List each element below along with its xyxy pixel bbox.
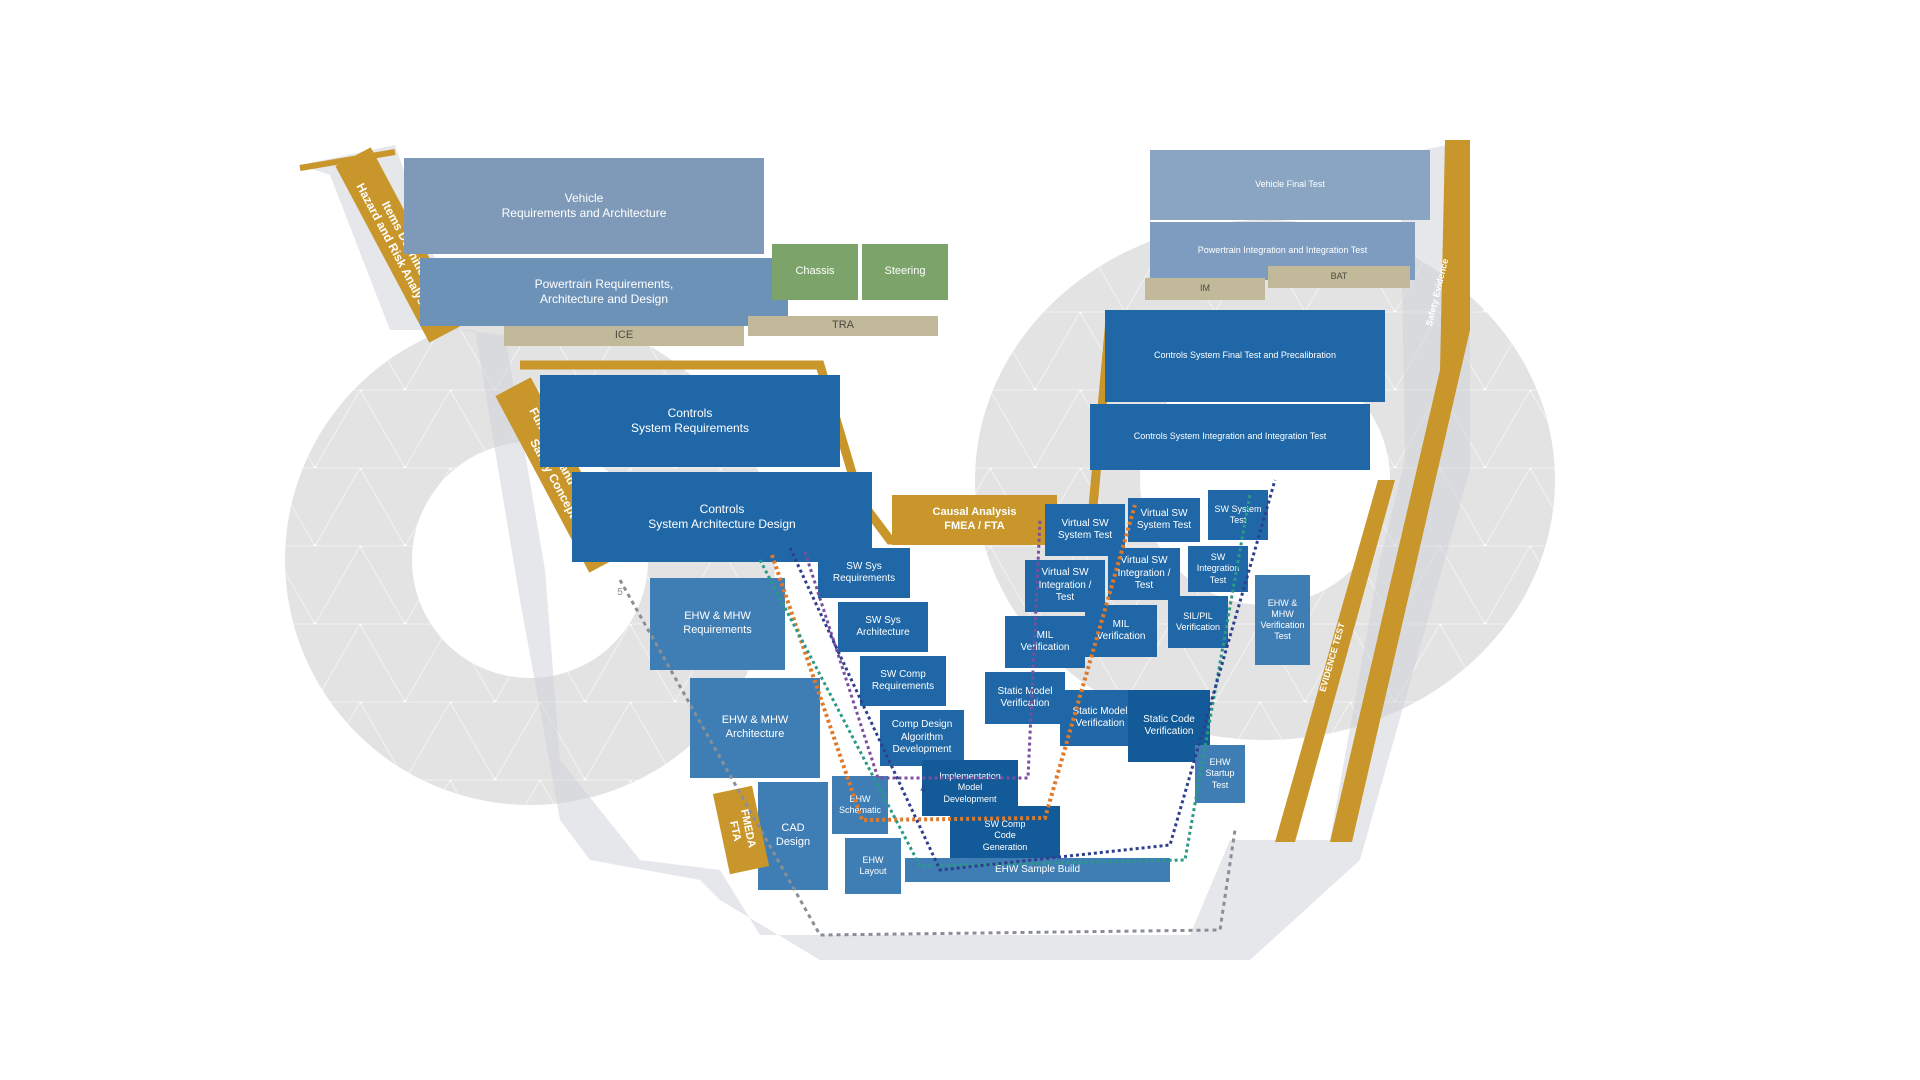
- sil-pil-verification-box: SIL/PIL Verification: [1168, 596, 1228, 648]
- code-generation-box: SW Comp Code Generation: [950, 806, 1060, 866]
- tra-box: TRA: [748, 316, 938, 336]
- controls-system-requirements-label: Controls System Requirements: [630, 406, 750, 435]
- powertrain-requirements-box: Powertrain Requirements, Architecture an…: [420, 258, 788, 326]
- bat-box: BAT: [1268, 266, 1410, 288]
- mil-verification-1-label: MIL Verification: [1020, 629, 1070, 654]
- virtual-integration-1-label: Virtual SW Integration / Test: [1038, 567, 1092, 604]
- controls-integration-label: Controls System Integration and Integrat…: [1133, 431, 1327, 442]
- ehw-sample-build-label: EHW Sample Build: [994, 863, 1081, 875]
- ehw-architecture-box: EHW & MHW Architecture: [690, 678, 820, 778]
- virtual-integration-2-label: Virtual SW Integration / Test: [1117, 555, 1171, 592]
- ehw-startup-test-box: EHW Startup Test: [1195, 745, 1245, 803]
- ehw-layout-label: EHW Layout: [859, 854, 887, 876]
- im-label: IM: [1200, 283, 1210, 294]
- dot-marker-5-label: 5: [617, 586, 623, 598]
- causal-analysis-label: Causal Analysis FMEA / FTA: [932, 506, 1017, 532]
- ice-label: ICE: [614, 329, 634, 342]
- virtual-system-test-1-label: Virtual SW System Test: [1057, 517, 1113, 542]
- virtual-system-test-2-box: Virtual SW System Test: [1128, 498, 1200, 542]
- vehicle-final-test-box: Vehicle Final Test: [1150, 150, 1430, 220]
- cad-design-box: CAD Design: [758, 782, 828, 890]
- ehw-schematic-box: EHW Schematic: [832, 776, 888, 834]
- static-model-verification-2-label: Static Model Verification: [1072, 705, 1128, 730]
- vehicle-requirements-label: Vehicle Requirements and Architecture: [501, 191, 667, 220]
- sw-integration-test-label: SW Integration Test: [1196, 552, 1240, 585]
- dot-marker-4: 4: [915, 782, 931, 798]
- ehw-layout-box: EHW Layout: [845, 838, 901, 894]
- static-model-verification-2-box: Static Model Verification: [1060, 690, 1140, 746]
- ehw-verification-test-label: EHW & MHW Verification Test: [1260, 597, 1305, 642]
- mil-verification-2-label: MIL Verification: [1096, 618, 1146, 643]
- mil-verification-1-box: MIL Verification: [1005, 616, 1085, 668]
- bat-label: BAT: [1330, 271, 1348, 282]
- im-box: IM: [1145, 278, 1265, 300]
- static-model-verification-1-box: Static Model Verification: [985, 672, 1065, 724]
- chassis-box: Chassis: [772, 244, 858, 300]
- ice-box: ICE: [504, 326, 744, 346]
- chassis-label: Chassis: [795, 265, 835, 278]
- powertrain-requirements-label: Powertrain Requirements, Architecture an…: [534, 277, 674, 306]
- ehw-requirements-label: EHW & MHW Requirements: [683, 610, 752, 636]
- sw-sys-architecture-box: SW Sys Architecture: [838, 602, 928, 652]
- vehicle-requirements-box: Vehicle Requirements and Architecture: [404, 158, 764, 254]
- vehicle-final-test-label: Vehicle Final Test: [1255, 179, 1325, 190]
- sw-integration-test-box: SW Integration Test: [1188, 546, 1248, 592]
- controls-architecture-label: Controls System Architecture Design: [648, 502, 796, 531]
- steering-box: Steering: [862, 244, 948, 300]
- tra-label: TRA: [832, 319, 854, 332]
- virtual-system-test-2-label: Virtual SW System Test: [1136, 507, 1192, 532]
- code-generation-label: SW Comp Code Generation: [982, 819, 1028, 852]
- ehw-startup-test-label: EHW Startup Test: [1205, 757, 1235, 790]
- controls-architecture-box: Controls System Architecture Design: [572, 472, 872, 562]
- ehw-verification-test-box: EHW & MHW Verification Test: [1255, 575, 1310, 665]
- controls-final-test-box: Controls System Final Test and Precalibr…: [1105, 310, 1385, 402]
- controls-final-test-label: Controls System Final Test and Precalibr…: [1154, 350, 1336, 361]
- cad-design-label: CAD Design: [775, 822, 811, 848]
- static-code-verification-label: Static Code Verification: [1143, 713, 1195, 738]
- controls-system-requirements-box: Controls System Requirements: [540, 375, 840, 467]
- sw-sys-architecture-label: SW Sys Architecture: [856, 614, 910, 639]
- dot-marker-4-label: 4: [920, 783, 926, 795]
- dot-marker-5: 5: [612, 585, 628, 601]
- sw-system-test-box: SW System Test: [1208, 490, 1268, 540]
- ehw-requirements-box: EHW & MHW Requirements: [650, 578, 785, 670]
- powertrain-integration-label: Powertrain Integration and Integration T…: [1197, 245, 1368, 256]
- ehw-schematic-label: EHW Schematic: [838, 793, 882, 815]
- sil-pil-verification-label: SIL/PIL Verification: [1175, 610, 1221, 632]
- ehw-architecture-label: EHW & MHW Architecture: [721, 714, 789, 740]
- virtual-system-test-1-box: Virtual SW System Test: [1045, 504, 1125, 556]
- sw-comp-requirements-box: SW Comp Requirements: [860, 656, 946, 706]
- comp-design-label: Comp Design Algorithm Development: [891, 719, 953, 756]
- implementation-model-label: Implementation Model Development: [939, 771, 1001, 804]
- sw-sys-requirements-label: SW Sys Requirements: [832, 560, 896, 585]
- steering-label: Steering: [884, 265, 926, 278]
- causal-analysis-box: Causal Analysis FMEA / FTA: [892, 495, 1057, 545]
- comp-design-box: Comp Design Algorithm Development: [880, 710, 964, 766]
- ehw-sample-build-box: EHW Sample Build: [905, 858, 1170, 882]
- static-model-verification-1-label: Static Model Verification: [997, 685, 1053, 710]
- controls-integration-box: Controls System Integration and Integrat…: [1090, 404, 1370, 470]
- sw-sys-requirements-box: SW Sys Requirements: [818, 548, 910, 598]
- virtual-integration-1-box: Virtual SW Integration / Test: [1025, 560, 1105, 612]
- sw-comp-requirements-label: SW Comp Requirements: [871, 668, 935, 693]
